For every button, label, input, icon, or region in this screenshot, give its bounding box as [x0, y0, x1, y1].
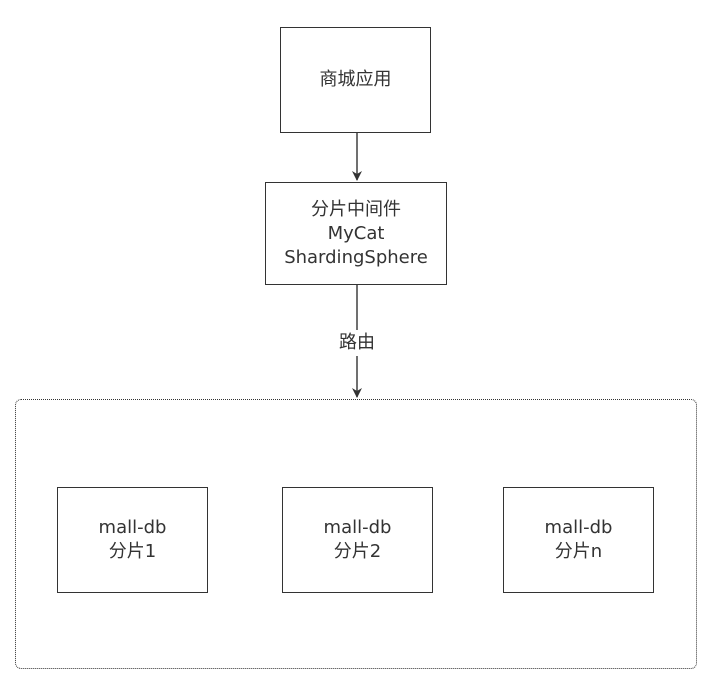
node-sharding-middleware-title: 分片中间件 [311, 198, 401, 220]
shard-group-container [15, 399, 697, 669]
node-shard-1-label: 分片1 [108, 541, 157, 562]
node-shard-n[interactable]: mall-db 分片n [503, 487, 654, 593]
node-shard-n-label: 分片n [554, 541, 603, 562]
node-sharding-middleware[interactable]: 分片中间件 MyCat ShardingSphere [265, 182, 447, 285]
node-mall-app-label: 商城应用 [319, 69, 392, 90]
node-shard-2-label: 分片2 [333, 541, 382, 562]
node-shard-1-db: mall-db [98, 517, 167, 538]
edge-route-label: 路由 [330, 330, 384, 356]
node-sharding-middleware-mycat: MyCat [327, 222, 385, 244]
node-sharding-middleware-shardingsphere: ShardingSphere [284, 246, 428, 268]
node-shard-2[interactable]: mall-db 分片2 [282, 487, 433, 593]
node-shard-n-db: mall-db [544, 517, 613, 538]
node-shard-2-db: mall-db [323, 517, 392, 538]
node-mall-app[interactable]: 商城应用 [280, 27, 431, 133]
node-shard-1[interactable]: mall-db 分片1 [57, 487, 208, 593]
